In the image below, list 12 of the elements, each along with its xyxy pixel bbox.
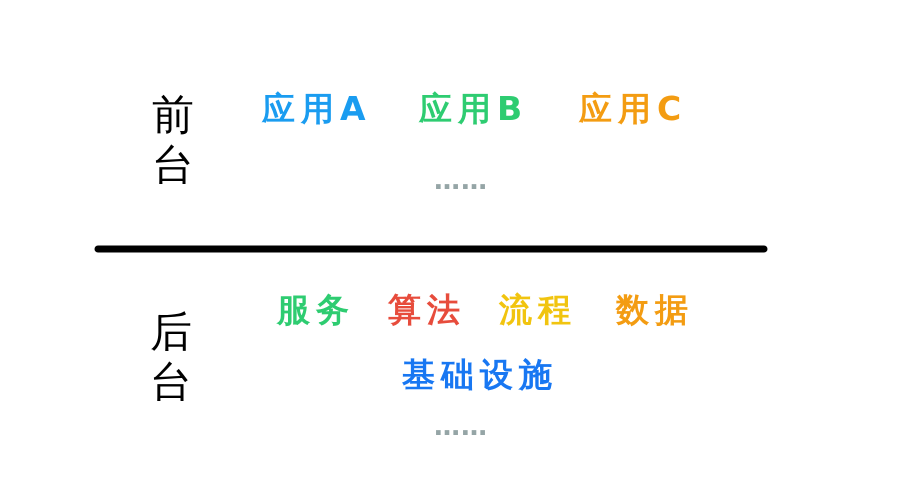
section-heading: 前台	[152, 90, 194, 190]
capability-label: 数据	[616, 293, 694, 326]
app-name: 应用A	[262, 92, 372, 125]
capability-label: 流程	[499, 293, 577, 326]
ellipsis: ……	[434, 414, 488, 440]
section-heading: 后台	[150, 307, 192, 407]
app-name: 应用C	[579, 92, 688, 125]
capability-label: 算法	[388, 293, 466, 326]
app-name: 应用B	[419, 92, 528, 125]
capability-label: 服务	[277, 293, 355, 326]
capability-label: 基础设施	[402, 358, 558, 391]
ellipsis: ……	[434, 168, 488, 194]
